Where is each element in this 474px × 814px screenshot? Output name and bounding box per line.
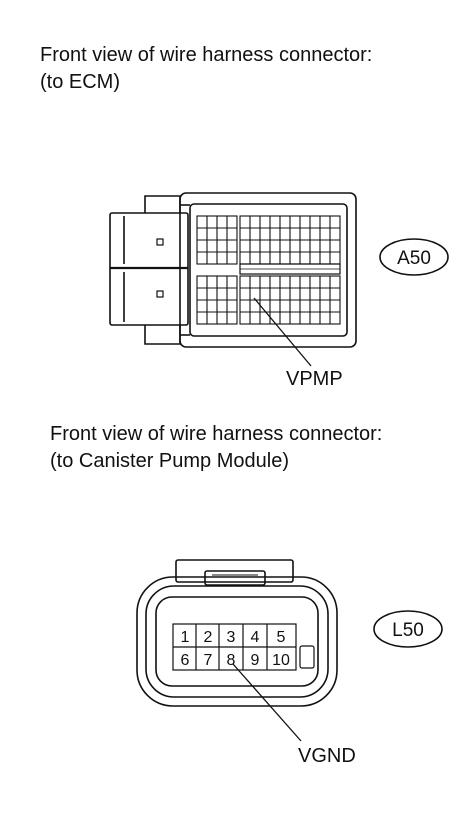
pin-6: 6 <box>181 652 190 669</box>
pump-terminal-grid <box>172 623 297 671</box>
ecm-terminal-grid-lower-right <box>239 275 341 325</box>
pin-8: 8 <box>227 652 236 669</box>
pump-code-badge <box>373 610 443 648</box>
pump-connector-housing <box>136 576 338 707</box>
pin-9: 9 <box>251 652 260 669</box>
pump-connector-l50 <box>136 559 338 742</box>
pin-5: 5 <box>277 629 286 646</box>
vpmp-leader-line <box>253 297 312 367</box>
ecm-connector-housing <box>179 192 357 348</box>
pump-connector-caption: Front view of wire harness connector: (t… <box>50 421 382 475</box>
pin-3: 3 <box>227 629 236 646</box>
pin-7: 7 <box>204 652 213 669</box>
ecm-caption-line-2: (to ECM) <box>40 71 120 93</box>
ecm-connector-a50 <box>109 192 357 367</box>
vpmp-terminal-label: VPMP <box>286 368 343 390</box>
ecm-code-badge <box>379 238 449 276</box>
ecm-terminal-grid-upper-right <box>239 215 341 265</box>
ecm-terminal-grid-upper-left <box>196 215 238 265</box>
ecm-caption-line-1: Front view of wire harness connector: <box>40 44 373 66</box>
ecm-connector-caption: Front view of wire harness connector: (t… <box>40 42 372 96</box>
pump-connector-code: L50 <box>392 620 424 641</box>
vgnd-leader-line <box>232 663 302 742</box>
vgnd-terminal-label: VGND <box>298 745 356 767</box>
ecm-terminal-grid-lower-left <box>196 275 238 325</box>
pin-10: 10 <box>272 652 290 669</box>
pin-1: 1 <box>181 629 190 646</box>
pin-4: 4 <box>251 629 260 646</box>
pump-caption-line-2: (to Canister Pump Module) <box>50 450 289 472</box>
ecm-connector-code: A50 <box>397 248 431 269</box>
pump-caption-line-1: Front view of wire harness connector: <box>50 423 383 445</box>
pin-2: 2 <box>204 629 213 646</box>
